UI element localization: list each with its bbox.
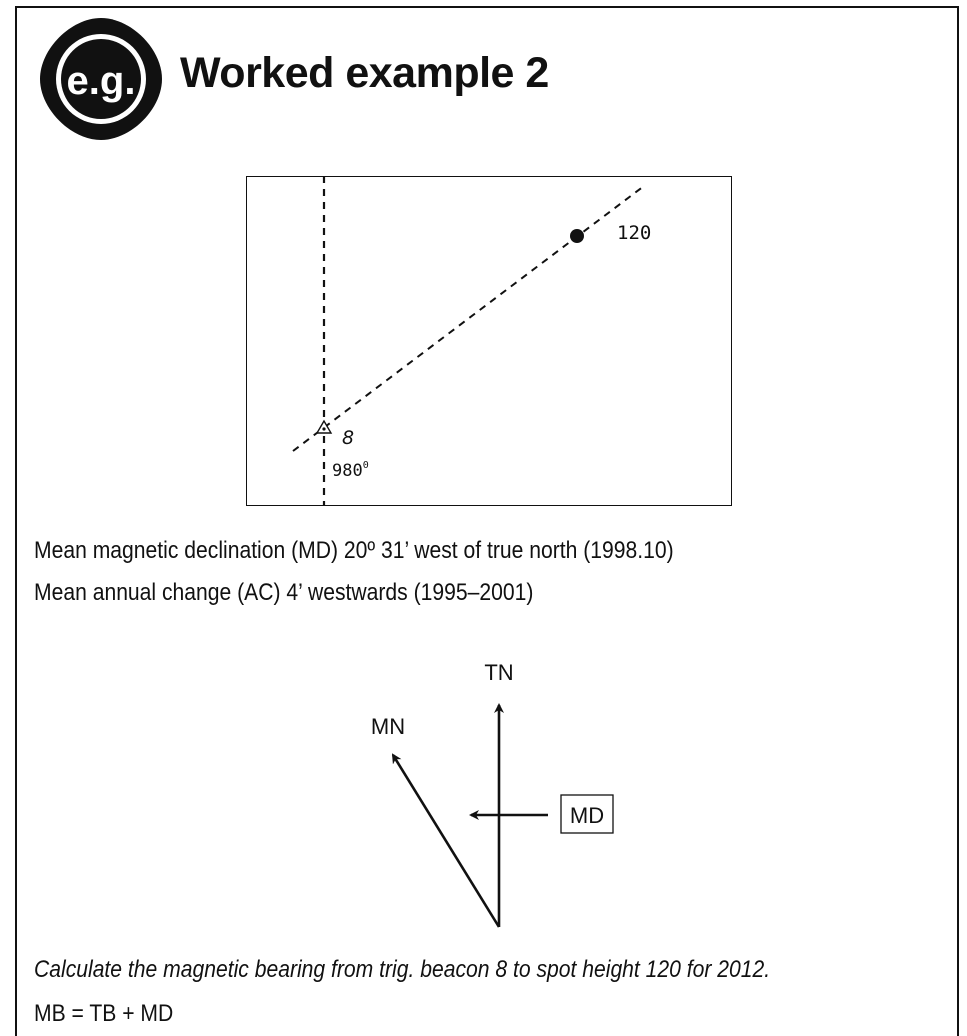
true-north-label: TN xyxy=(484,660,513,685)
eg-badge-icon: e.g. xyxy=(40,18,162,140)
content-frame xyxy=(15,6,959,1036)
map-extract xyxy=(246,176,732,506)
trig-height-label: 9800 xyxy=(332,460,369,481)
magnetic-north-arrow xyxy=(391,753,501,928)
magnetic-north-label: MN xyxy=(371,714,405,739)
eg-badge-text: e.g. xyxy=(67,59,136,103)
compass-diagram: TN MN MD xyxy=(371,660,614,928)
annual-change-info: Mean annual change (AC) 4’ westwards (19… xyxy=(34,579,534,606)
spot-height-label: 120 xyxy=(617,222,651,244)
declination-info: Mean magnetic declination (MD) 20º 31’ w… xyxy=(34,537,674,564)
bearing-line xyxy=(292,185,645,452)
spot-height-dot-icon xyxy=(570,229,584,243)
declination-box xyxy=(560,794,614,834)
trig-beacon-icon xyxy=(315,419,333,434)
formula-text: MB = TB + MD xyxy=(34,1000,174,1027)
question-text: Calculate the magnetic bearing from trig… xyxy=(34,956,771,983)
declination-box-label: MD xyxy=(570,803,604,828)
trig-beacon-label: 8 xyxy=(342,427,354,449)
page-title: Worked example 2 xyxy=(180,49,549,97)
map-drawing: 120 8 9800 xyxy=(292,176,651,506)
